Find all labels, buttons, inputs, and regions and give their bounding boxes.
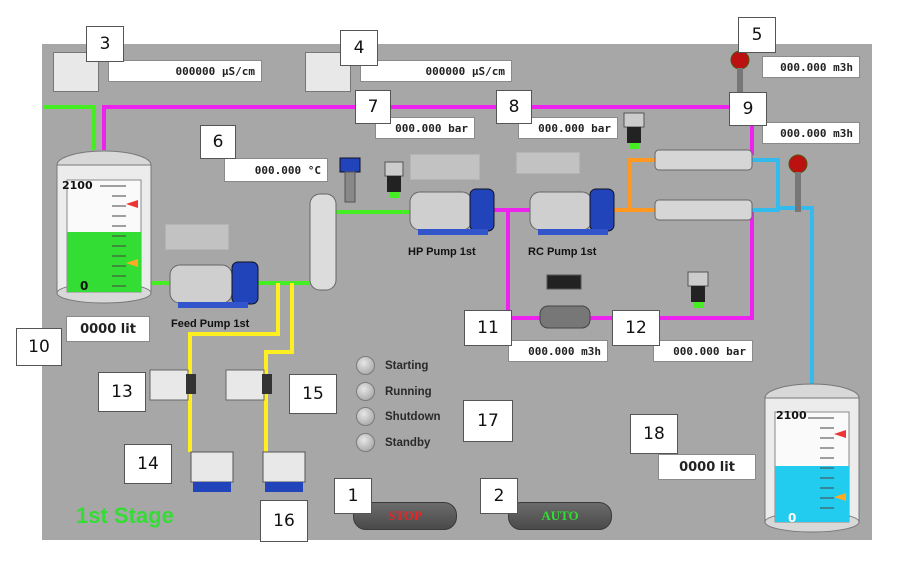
pressure-gauge-membrane bbox=[623, 112, 645, 149]
permeate-tank-max-label: 2100 bbox=[776, 409, 807, 422]
rc-pump-status-bar bbox=[516, 152, 580, 174]
status-label: Starting bbox=[385, 359, 429, 372]
flow-readout-11: 000.000 m3h bbox=[508, 340, 608, 362]
temperature-readout: 000.000 °C bbox=[224, 158, 328, 182]
membrane-2 bbox=[654, 199, 753, 221]
rc-pump bbox=[529, 188, 615, 235]
status-led-icon bbox=[356, 433, 375, 452]
status-standby: Standby bbox=[356, 433, 430, 452]
permeate-tank bbox=[764, 383, 860, 533]
callout-4: 4 bbox=[340, 30, 378, 66]
feed-pump-label: Feed Pump 1st bbox=[171, 318, 250, 330]
chemical-tank-2 bbox=[262, 451, 306, 492]
status-led-icon bbox=[356, 407, 375, 426]
callout-9: 9 bbox=[729, 92, 767, 126]
membrane-1 bbox=[654, 149, 753, 171]
permeate-tank-min-label: 0 bbox=[788, 511, 797, 525]
status-label: Running bbox=[385, 385, 432, 398]
flow-meter-recirc bbox=[539, 274, 591, 329]
feed-pump bbox=[169, 261, 259, 308]
concentrate-line bbox=[102, 105, 754, 155]
status-led-icon bbox=[356, 356, 375, 375]
pressure-readout-8: 000.000 bar bbox=[518, 117, 618, 139]
callout-7: 7 bbox=[355, 90, 391, 124]
callout-15: 15 bbox=[289, 374, 337, 414]
callout-1: 1 bbox=[334, 478, 372, 514]
conductivity-permeate-readout: 000000 µS/cm bbox=[360, 60, 512, 82]
hp-pump-label: HP Pump 1st bbox=[408, 246, 476, 258]
feed-tank-level-readout: 0000 lit bbox=[66, 316, 150, 342]
auto-button[interactable]: AUTO bbox=[508, 502, 612, 530]
status-running: Running bbox=[356, 382, 432, 401]
callout-16: 16 bbox=[260, 500, 308, 542]
callout-18: 18 bbox=[630, 414, 678, 454]
flow-readout-9: 000.000 m3h bbox=[762, 122, 860, 144]
status-label: Shutdown bbox=[385, 410, 441, 423]
dosing-pump-1 bbox=[149, 369, 196, 401]
callout-14: 14 bbox=[124, 444, 172, 484]
status-shutdown: Shutdown bbox=[356, 407, 441, 426]
cartridge-filter bbox=[309, 193, 337, 291]
callout-6: 6 bbox=[200, 125, 236, 159]
control-valve bbox=[339, 157, 361, 203]
callout-2: 2 bbox=[480, 478, 518, 514]
callout-8: 8 bbox=[496, 90, 532, 124]
feed-tank-min-label: 0 bbox=[80, 279, 89, 293]
feed-inlet-line bbox=[43, 105, 96, 150]
callout-3: 3 bbox=[86, 26, 124, 62]
hp-pump bbox=[409, 188, 495, 235]
feed-tank-max-label: 2100 bbox=[62, 179, 93, 192]
dosing-pump-2 bbox=[225, 369, 272, 401]
stage-title: 1st Stage bbox=[76, 503, 174, 528]
flow-meter-permeate bbox=[788, 154, 808, 212]
callout-10: 10 bbox=[16, 328, 62, 366]
drain-line-2 bbox=[264, 283, 294, 452]
pressure-readout-7: 000.000 bar bbox=[375, 117, 475, 139]
permeate-tank-level-readout: 0000 lit bbox=[658, 454, 756, 480]
callout-17: 17 bbox=[463, 400, 513, 442]
flow-readout-5: 000.000 m3h bbox=[762, 56, 860, 78]
status-starting: Starting bbox=[356, 356, 428, 375]
conductivity-feed-readout: 000000 µS/cm bbox=[108, 60, 262, 82]
status-label: Standby bbox=[385, 436, 431, 449]
rc-pump-label: RC Pump 1st bbox=[528, 246, 597, 258]
callout-5: 5 bbox=[738, 17, 776, 53]
pressure-gauge-recirc bbox=[687, 271, 709, 308]
feed-tank bbox=[56, 150, 152, 304]
hp-pump-status-bar bbox=[410, 154, 480, 180]
status-led-icon bbox=[356, 382, 375, 401]
callout-11: 11 bbox=[464, 310, 512, 346]
callout-12: 12 bbox=[612, 310, 660, 346]
chemical-tank-1 bbox=[190, 451, 234, 492]
callout-13: 13 bbox=[98, 372, 146, 412]
permeate-line bbox=[778, 206, 814, 388]
pressure-gauge-hp bbox=[384, 161, 404, 198]
feed-pump-status-bar bbox=[165, 224, 229, 250]
pressure-readout-12: 000.000 bar bbox=[653, 340, 753, 362]
